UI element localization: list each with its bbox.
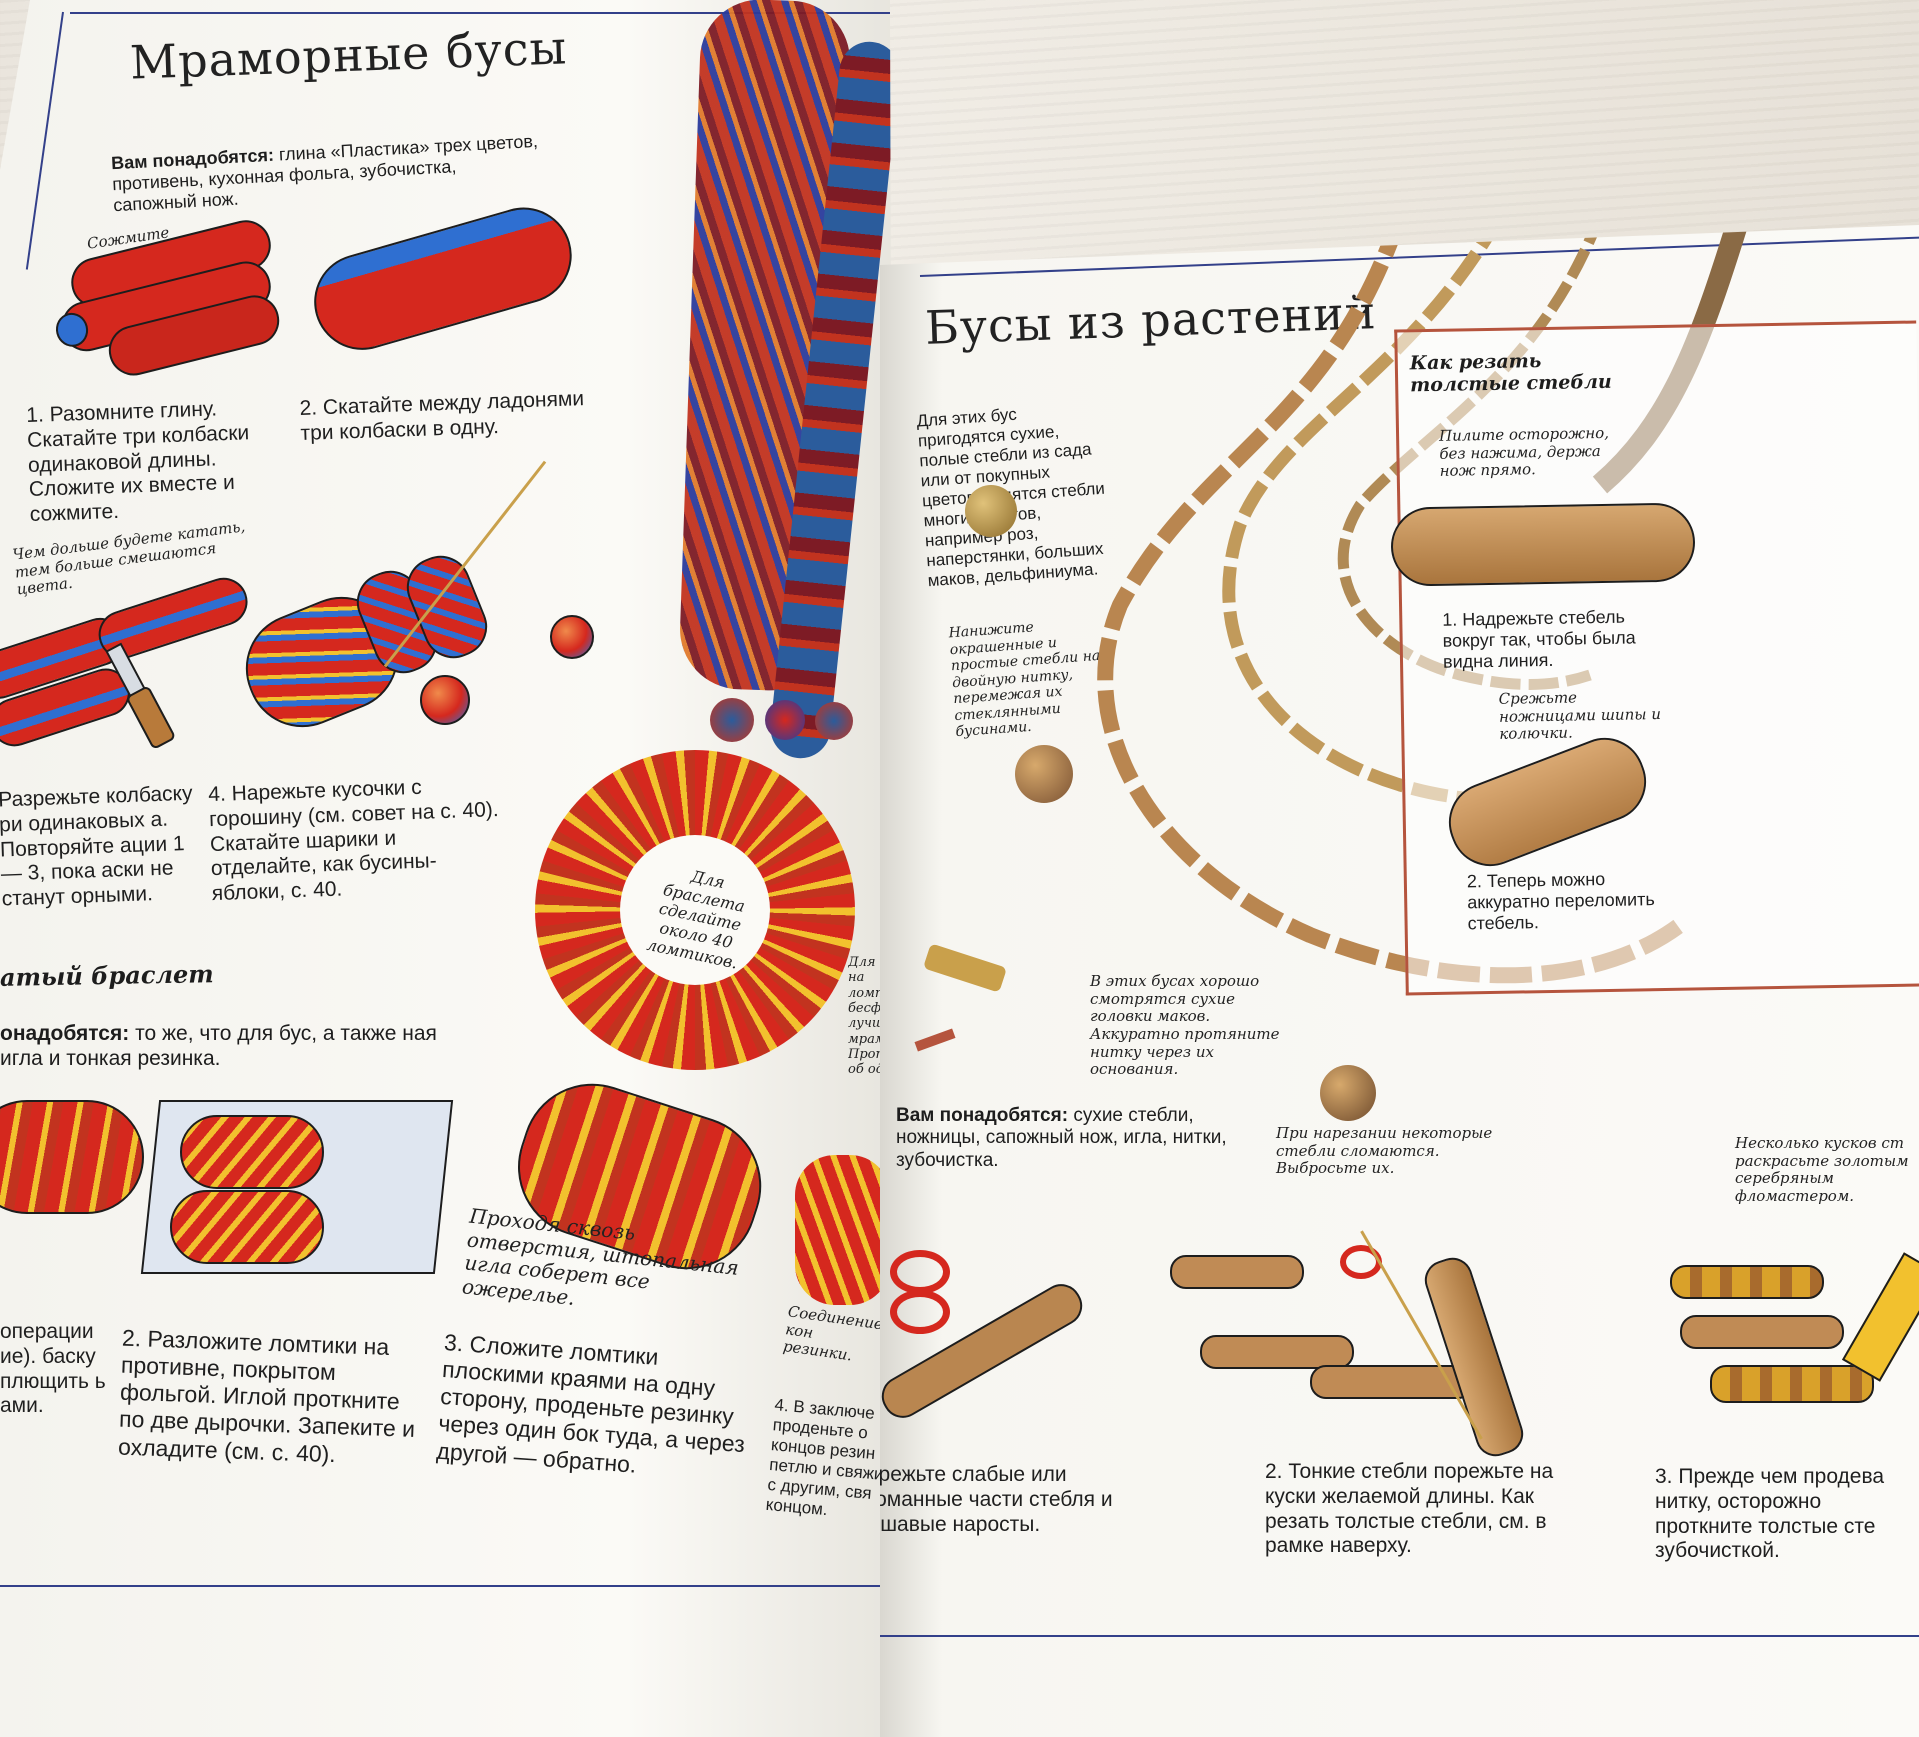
note-poppy: В этих бусах хорошо смотрятся сухие голо…: [1090, 972, 1280, 1079]
bracelet-step-4: 4. В заключе проденьте о концов резин пе…: [765, 1395, 885, 1520]
box-note-saw: Пилите осторожно, без нажима, держа нож …: [1438, 423, 1610, 481]
toothpick-illustration: [1360, 1215, 1560, 1462]
right-needs-label: Вам понадобятся:: [896, 1105, 1069, 1126]
needs2-text: то же, что для бус, а также ная игла и т…: [0, 1022, 437, 1070]
slices-skewer-illustration: [229, 460, 635, 745]
flatten-illustration: [0, 1080, 145, 1230]
note-join: Соединение кон резинки.: [781, 1302, 885, 1365]
bracelet-center: [620, 835, 770, 985]
marbled-beads-small: [710, 690, 880, 750]
poppy-head-2: [965, 485, 1017, 537]
box-note-thorns: Срежьте ножницами шипы и колючки.: [1498, 688, 1662, 744]
box-step-1: 1. Надрежьте стебель вокруг так, чтобы б…: [1442, 606, 1636, 673]
page-title: Мраморные бусы: [129, 20, 568, 90]
right-step-2: 2. Тонкие стебли порежьте на куски желае…: [1265, 1460, 1554, 1558]
edge-note: Для на ломти бесфо лучше мрамо Прота об …: [848, 955, 890, 1078]
baking-tray-illustration: [140, 1090, 460, 1290]
left-rule: [25, 11, 64, 270]
bracelet-partial-illustration: [795, 1155, 890, 1305]
bracelet-step-1: операции ие). баску плющить ь ами.: [0, 1320, 106, 1418]
right-step-1: 1. Срежьте слабые или поломанные части с…: [840, 1463, 1113, 1536]
right-page: Бусы из растений Для этих бус пригодятся…: [880, 225, 1919, 1737]
clay-rolls-illustration: [34, 206, 291, 397]
scissors-stem-illustration: [880, 1220, 1090, 1426]
box-title: Как резать толстые стебли: [1409, 350, 1612, 397]
needs2-label: онадобятся:: [0, 1022, 130, 1045]
step-2: 2. Скатайте между ладонями три колбаски …: [299, 387, 585, 445]
box-step-2: 2. Теперь можно аккуратно переломить сте…: [1466, 869, 1655, 934]
right-needs-block: Вам понадобятся: сухие стебли, ножницы, …: [896, 1105, 1236, 1172]
clay-combined-illustration: [297, 175, 592, 374]
right-needs-text: сухие стебли, ножницы, сапожный нож, игл…: [896, 1105, 1227, 1171]
needs2-block: онадобятся: то же, что для бус, а также …: [0, 1022, 440, 1072]
step-1: 1. Разомните глину. Скатайте три колбаск…: [25, 397, 250, 527]
bracelet-step-2: 2. Разложите ломтики на противне, покрыт…: [117, 1324, 416, 1467]
painted-stems-illustration: [1670, 1252, 1919, 1425]
stem-cut-illustration: [1390, 502, 1696, 587]
bottom-rule: [0, 1585, 895, 1587]
note-break: При нарезании некоторые стебли сломаются…: [1276, 1124, 1493, 1178]
thick-stems-box: Как резать толстые стебли Пилите осторож…: [1390, 320, 1919, 996]
left-page: Мраморные бусы Вам понадобятся: глина «П…: [0, 0, 895, 1737]
step-4: 4. Нарежьте кусочки с горошину (см. сове…: [207, 775, 500, 906]
top-rule: [70, 12, 890, 14]
right-bottom-rule: [880, 1635, 1919, 1637]
step-3: Разрежьте колбаску ри одинаковых а. Повт…: [0, 781, 193, 911]
right-step-3: 3. Прежде чем продева нитку, осторожно п…: [1655, 1465, 1885, 1563]
loose-stem-pieces: [905, 943, 1025, 1075]
stem-break-illustration: [1437, 726, 1658, 878]
section2-title: атый браслет: [0, 959, 214, 992]
note-paint: Несколько кусков ст раскрасьте золотым с…: [1735, 1134, 1909, 1206]
poppy-head-3: [1320, 1065, 1376, 1121]
poppy-head-1: [1015, 745, 1073, 803]
bracelet-step-3: 3. Сложите ломтики плоскими краями на од…: [435, 1329, 746, 1478]
